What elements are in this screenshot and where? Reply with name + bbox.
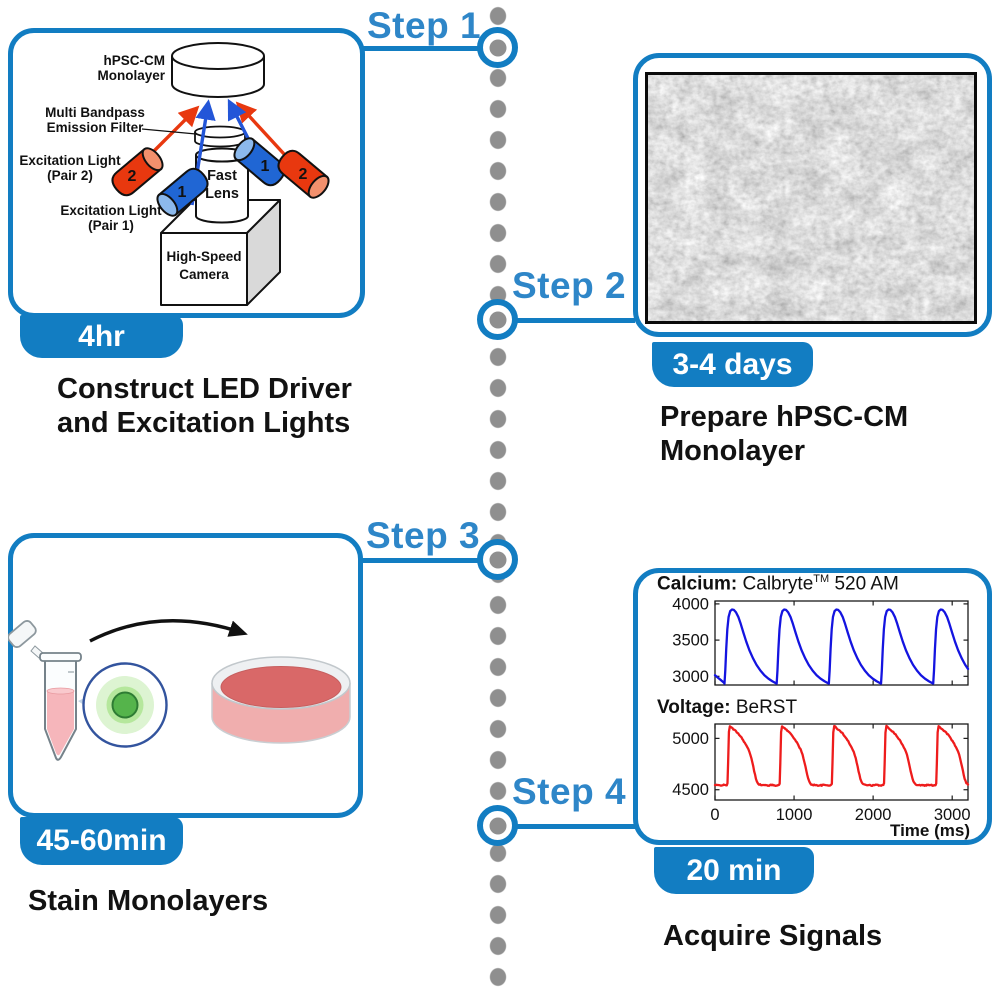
- y-tick-label: 5000: [672, 730, 709, 748]
- panel-step-4-signals: [633, 568, 992, 845]
- duration-badge-step-3: 45-60min: [20, 817, 183, 865]
- calcium-title-rest: 520 AM: [829, 573, 899, 595]
- y-tick-label: 4500: [672, 781, 709, 799]
- trademark-superscript: TM: [813, 573, 830, 585]
- step-1-connector: [358, 46, 483, 51]
- step-1-timeline-node: [477, 27, 518, 68]
- caption-line: Prepare hPSC-CM: [660, 401, 909, 433]
- duration-badge-step-2: 3-4 days: [652, 342, 813, 387]
- y-tick-label: 4000: [672, 595, 709, 613]
- step-2-connector: [514, 318, 635, 323]
- voltage-chart-title: Voltage: BeRST: [657, 697, 797, 719]
- x-tick-label: 2000: [855, 806, 892, 824]
- x-axis-label: Time (ms): [890, 821, 970, 840]
- caption-line: Monolayer: [660, 435, 806, 467]
- panel-step-3-staining: [8, 533, 363, 818]
- step-4-label: Step 4: [512, 771, 627, 812]
- x-tick-label: 0: [710, 806, 719, 824]
- timeline-dotted-line: [489, 6, 507, 990]
- duration-badge-step-4: 20 min: [654, 847, 814, 894]
- caption-step-1: Construct LED Driver and Excitation Ligh…: [57, 372, 352, 440]
- x-tick-label: 1000: [776, 806, 813, 824]
- calcium-plot-box: [714, 600, 969, 686]
- step-3-label: Step 3: [366, 515, 481, 556]
- step-2-timeline-node: [477, 299, 518, 340]
- y-tick-label: 3500: [672, 632, 709, 650]
- step-1-label: Step 1: [367, 5, 482, 46]
- x-tick-label: 3000: [934, 806, 971, 824]
- calcium-trace-chart: 3000 3500 4000: [672, 595, 970, 686]
- step-4-timeline-node: [477, 805, 518, 846]
- panel-step-1-optical-setup: [8, 28, 365, 318]
- calcium-title-bold: Calcium:: [657, 573, 738, 595]
- timeline-node-dot: [489, 817, 506, 834]
- calcium-title-dye: Calbryte: [737, 573, 814, 595]
- duration-badge-step-1: 4hr: [20, 315, 183, 358]
- caption-line: Stain Monolayers: [28, 885, 269, 917]
- micrograph-image: [645, 72, 977, 324]
- timeline-node-dot: [489, 311, 506, 328]
- y-tick-label: 3000: [672, 668, 709, 686]
- step-4-connector: [514, 824, 635, 829]
- caption-step-2: Prepare hPSC-CM Monolayer: [660, 400, 908, 468]
- caption-line: Construct LED Driver: [57, 373, 352, 405]
- voltage-title-bold: Voltage:: [657, 697, 731, 718]
- voltage-plot-box: [714, 723, 969, 801]
- calcium-trace: [713, 608, 970, 685]
- voltage-title-dye: BeRST: [730, 697, 798, 718]
- step-3-timeline-node: [477, 539, 518, 580]
- caption-line: and Excitation Lights: [57, 407, 351, 439]
- caption-step-3: Stain Monolayers: [28, 884, 268, 918]
- timeline-node-dot: [489, 39, 506, 56]
- caption-line: Acquire Signals: [663, 920, 883, 952]
- step-2-label: Step 2: [512, 265, 627, 306]
- calcium-chart-title: Calcium: CalbryteTM 520 AM: [657, 573, 899, 595]
- caption-step-4: Acquire Signals: [663, 919, 882, 953]
- micrograph-noise-texture: [648, 75, 974, 321]
- timeline-node-dot: [489, 551, 506, 568]
- voltage-trace: [713, 724, 970, 787]
- step-3-connector: [358, 558, 483, 563]
